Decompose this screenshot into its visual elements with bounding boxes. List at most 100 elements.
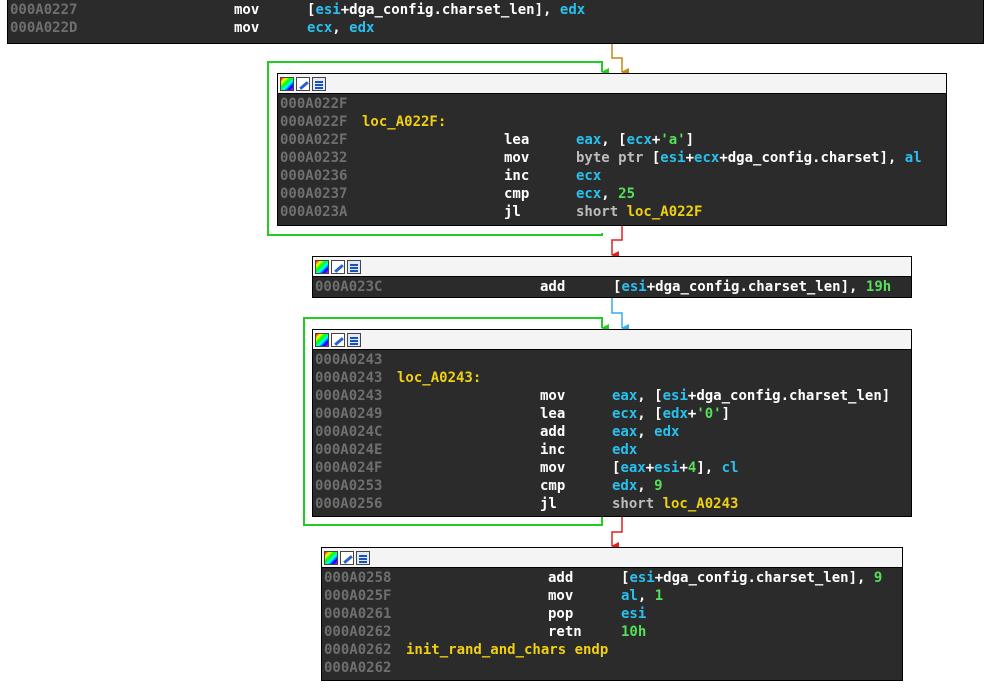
operand-token[interactable]: ecx (576, 168, 602, 184)
operand-token[interactable]: edx (654, 424, 680, 440)
operand-token[interactable]: ecx (626, 132, 652, 148)
operand-token[interactable]: esi (654, 460, 680, 476)
graph-icon[interactable] (312, 76, 326, 91)
operands[interactable]: eax, edx (612, 423, 679, 441)
graph-icon[interactable] (347, 259, 361, 274)
operand-token[interactable]: edx (349, 20, 375, 36)
operand-token[interactable]: esi (621, 606, 647, 622)
code-label[interactable]: loc_A022F: (362, 114, 447, 130)
edit-icon[interactable] (331, 259, 345, 274)
operand-token[interactable]: eax (620, 460, 646, 476)
operands[interactable]: esi (621, 605, 646, 623)
edit-icon[interactable] (331, 332, 345, 347)
operand-token[interactable]: esi (662, 388, 688, 404)
operand-token[interactable]: loc_A022F (626, 204, 703, 220)
operand-token[interactable]: loc_A0243 (662, 496, 739, 512)
operand-token: + (687, 406, 697, 422)
edit-icon[interactable] (340, 550, 354, 565)
operands[interactable]: ecx, edx (307, 19, 374, 37)
operand-token[interactable]: al (904, 150, 922, 166)
color-icon[interactable] (324, 550, 338, 565)
operands[interactable]: [eax+esi+4], cl (612, 459, 739, 477)
operand-token[interactable]: esi (629, 570, 655, 586)
operands[interactable]: edx, 9 (612, 477, 663, 495)
code-label[interactable]: loc_A0243: (397, 370, 482, 386)
color-icon[interactable] (315, 259, 329, 274)
operands[interactable]: ecx (576, 167, 601, 185)
operands[interactable]: ecx, [edx+'0'] (612, 405, 730, 423)
operands[interactable]: [esi+dga_config.charset_len], 9 (621, 569, 882, 587)
operand-token[interactable]: eax (612, 388, 638, 404)
address: 000A0258 (324, 570, 392, 586)
operands[interactable]: eax, [esi+dga_config.charset_len] (612, 387, 890, 405)
operand-token: 4 (687, 460, 697, 476)
code-label[interactable]: init_rand_and_chars endp (406, 642, 609, 658)
edit-icon[interactable] (296, 76, 310, 91)
operand-token[interactable]: ecx (307, 20, 333, 36)
operands[interactable]: 10h (621, 623, 646, 641)
operand-token[interactable]: eax (612, 424, 638, 440)
operand-token[interactable]: ecx (576, 186, 602, 202)
operands[interactable]: eax, [ecx+'a'] (576, 131, 694, 149)
operand-token[interactable]: ecx (612, 406, 638, 422)
asm-line[interactable]: 000A022F (278, 95, 946, 113)
operand-token[interactable]: esi (660, 150, 686, 166)
address: 000A0262 (324, 624, 392, 640)
operand-token[interactable]: ecx (694, 150, 720, 166)
operands[interactable]: [esi+dga_config.charset_len], edx (307, 1, 585, 19)
operand-token[interactable]: edx (612, 442, 638, 458)
operands[interactable]: short loc_A0243 (612, 495, 738, 513)
operand-token[interactable]: eax (576, 132, 602, 148)
operand-token[interactable]: cl (721, 460, 739, 476)
operands[interactable]: edx (612, 441, 637, 459)
asm-line[interactable]: 000A0262 (322, 659, 902, 677)
operands[interactable]: [esi+dga_config.charset_len], 19h (613, 278, 891, 296)
operand-token[interactable]: edx (559, 2, 586, 18)
node-titlebar (313, 330, 911, 350)
graph-icon[interactable] (356, 550, 370, 565)
asm-line[interactable]: 000A0243 (313, 351, 911, 369)
operand-token[interactable]: esi (315, 2, 341, 18)
graph-icon[interactable] (347, 332, 361, 347)
operand-token[interactable]: edx (662, 406, 688, 422)
color-icon[interactable] (315, 332, 329, 347)
operand-token[interactable]: esi (621, 279, 647, 295)
operands[interactable]: byte ptr [esi+ecx+dga_config.charset], a… (576, 149, 922, 167)
operand-token[interactable]: al (621, 588, 638, 604)
operands[interactable]: al, 1 (621, 587, 663, 605)
operand-token: [ (621, 570, 630, 586)
operand-token[interactable]: edx (612, 478, 638, 494)
edge-b1-b2 (611, 226, 623, 259)
operands[interactable]: short loc_A022F (576, 203, 702, 221)
color-icon[interactable] (280, 76, 294, 91)
operands[interactable]: ecx, 25 (576, 185, 635, 203)
operand-token: , (637, 478, 655, 494)
